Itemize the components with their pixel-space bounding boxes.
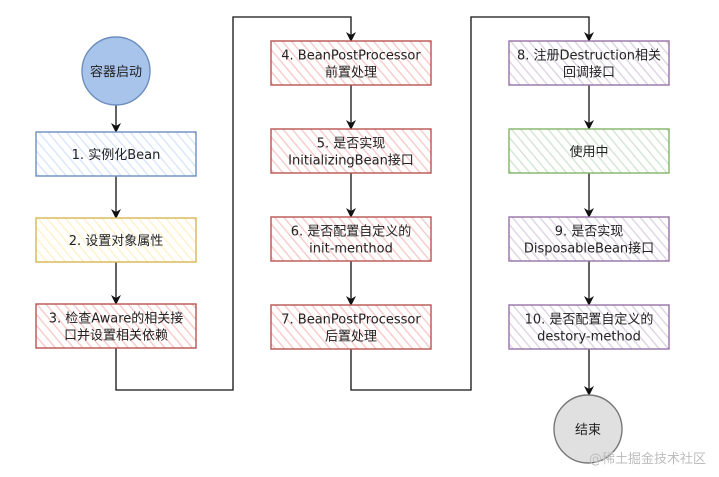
- column1-step-1: 1. 实例化Bean: [35, 131, 197, 177]
- column2-step-3-label-1: 6. 是否配置自定义的: [291, 224, 412, 240]
- column3-step-2: 使用中: [508, 128, 670, 174]
- column3-step-4-shape: [508, 304, 670, 350]
- end-node-label: 结束: [575, 423, 601, 438]
- end-node-shape: [553, 394, 623, 464]
- column1-step-3-label-2: 口并设置相关依赖: [64, 329, 168, 344]
- column2-step-2-label-2: InitializingBean接口: [288, 153, 414, 169]
- column3-step-4: 10. 是否配置自定义的 destory-method: [508, 304, 670, 350]
- column2-step-4: 7. BeanPostProcessor 后置处理: [270, 304, 432, 350]
- column1-step-3-label-1: 3. 检查Aware的相关接: [49, 311, 184, 327]
- column2-step-3: 6. 是否配置自定义的 init-menthod: [270, 216, 432, 262]
- column2-step-3-shape: [270, 216, 432, 262]
- column2-step-4-label-1: 7. BeanPostProcessor: [281, 313, 421, 328]
- nodes: 1. 实例化Bean 2. 设置对象属性 3. 检查Aware的相关接口并设置相关依…: [35, 36, 670, 464]
- column3-step-4-label-1: 10. 是否配置自定义的: [525, 312, 654, 328]
- column1-step-1-label-1: 1. 实例化Bean: [72, 148, 161, 163]
- column2-step-1-shape: [270, 40, 432, 86]
- column2-step-1-label-1: 4. BeanPostProcessor: [281, 49, 421, 64]
- column2-step-1-label-2: 前置处理: [325, 65, 377, 81]
- column3-step-3-label-2: DisposableBean接口: [524, 241, 654, 257]
- column1-step-2: 2. 设置对象属性: [35, 217, 197, 263]
- column2-step-2-shape: [270, 128, 432, 174]
- column3-step-3-label-1: 9. 是否实现: [555, 225, 624, 240]
- start-node: 容器启动: [81, 36, 151, 106]
- connector-arrow-8: [350, 16, 594, 391]
- column1-step-3-shape: [35, 303, 197, 349]
- start-node-shape: [81, 36, 151, 106]
- connectors: [111, 16, 594, 396]
- column1-step-2-shape: [35, 217, 197, 263]
- column3-step-2-label-1: 使用中: [569, 144, 608, 160]
- column3-step-2-shape: [508, 128, 670, 174]
- watermark: @稀土掘金技术社区: [589, 451, 706, 467]
- column3-step-1-label-2: 回调接口: [563, 65, 615, 81]
- column2-step-4-label-2: 后置处理: [325, 330, 377, 345]
- column3-step-1-shape: [508, 40, 670, 86]
- column2-step-4-shape: [270, 304, 432, 350]
- column1-step-1-shape: [35, 131, 197, 177]
- column3-step-1-label-1: 8. 注册Destruction相关: [517, 49, 661, 64]
- end-node: 结束: [553, 394, 623, 464]
- column3-step-4-label-2: destory-method: [537, 330, 641, 345]
- column2-step-2-label-1: 5. 是否实现: [317, 137, 386, 152]
- column3-step-3-shape: [508, 216, 670, 262]
- start-node-label: 容器启动: [90, 64, 142, 80]
- connector-arrow-4: [115, 16, 356, 391]
- column1-step-2-label-1: 2. 设置对象属性: [69, 234, 164, 249]
- column2-step-3-label-2: init-menthod: [309, 242, 393, 257]
